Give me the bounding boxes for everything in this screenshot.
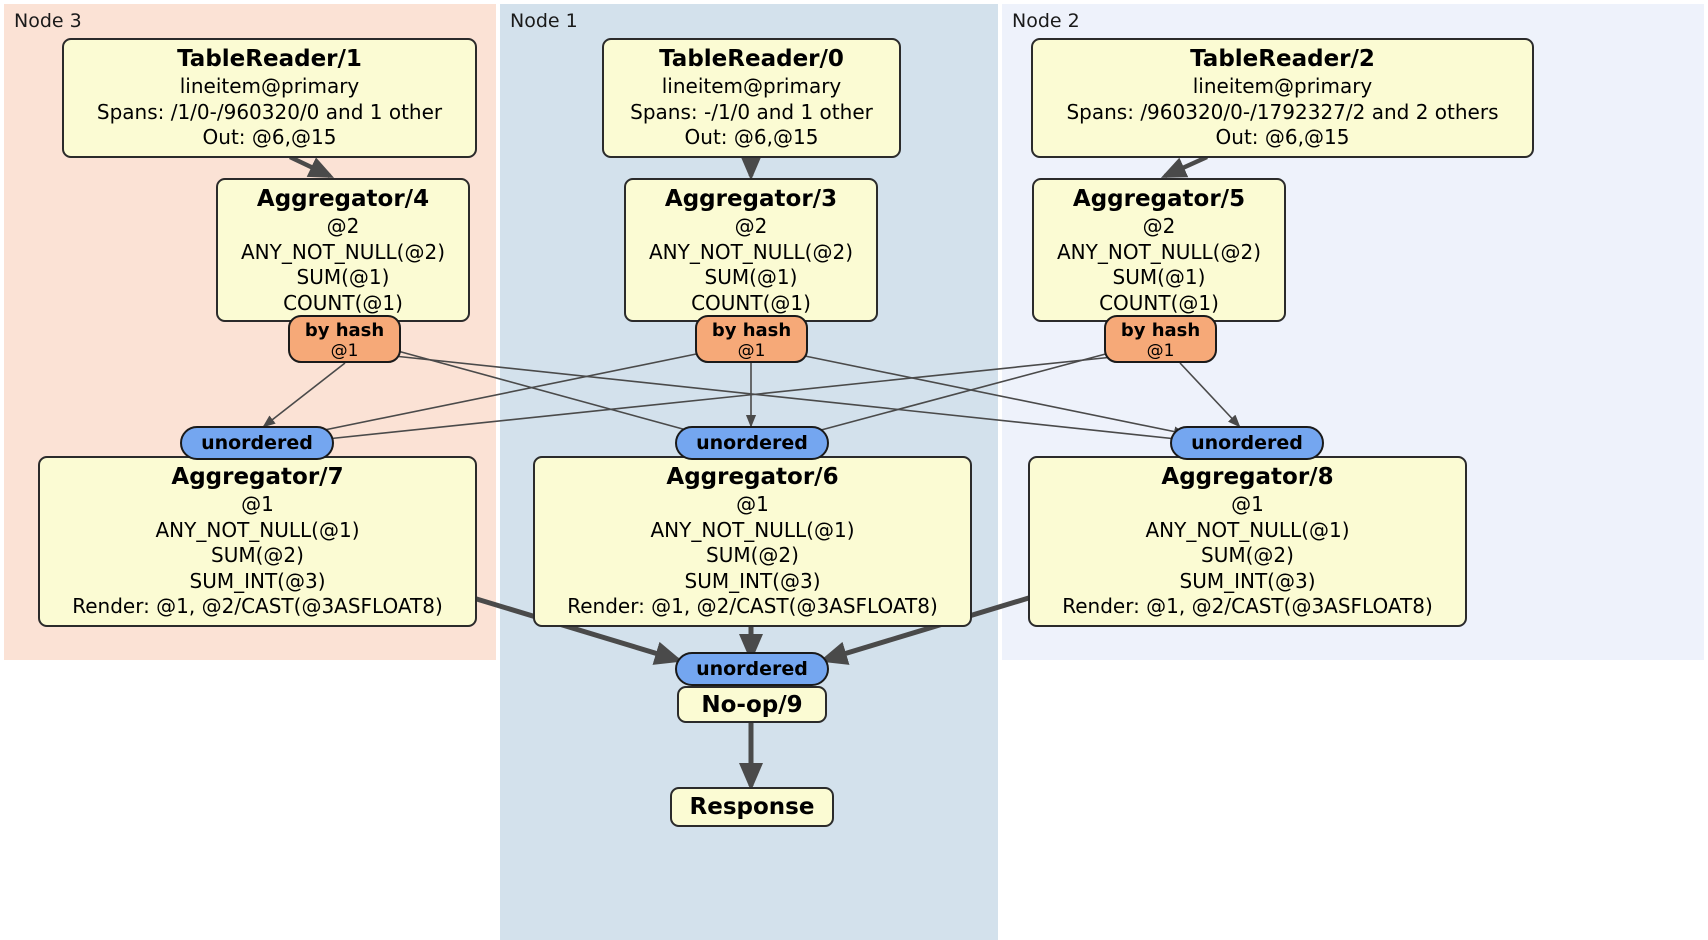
processor-detail-line: SUM_INT(@3): [684, 568, 821, 593]
processor-box-response[interactable]: Response: [670, 787, 834, 827]
node-panel-label-node1: Node 1: [510, 10, 578, 32]
processor-detail-line: @2: [734, 214, 768, 238]
processor-box-aggregator-6[interactable]: Aggregator/6 @1 ANY_NOT_NULL(@1) SUM(@2)…: [533, 456, 972, 627]
router-badge-by-hash-center[interactable]: by hash @1: [695, 315, 808, 363]
synchronizer-badge-unordered-right[interactable]: unordered: [1170, 426, 1324, 460]
processor-detail-line: SUM(@2): [1201, 543, 1294, 567]
processor-detail-line: SUM(@1): [1112, 265, 1206, 289]
processor-detail-line: @1: [241, 492, 274, 516]
processor-detail-line: ANY_NOT_NULL(@2): [241, 239, 445, 264]
router-label: by hash: [1120, 320, 1201, 341]
processor-detail-line: SUM(@2): [706, 543, 799, 567]
processor-title: Aggregator/4: [256, 186, 430, 212]
processor-box-no-op-9[interactable]: No-op/9: [677, 686, 827, 723]
processor-detail-line: ANY_NOT_NULL(@1): [155, 517, 360, 542]
processor-title: Aggregator/8: [1161, 464, 1334, 490]
processor-box-table-reader-0[interactable]: TableReader/0 lineitem@primary Spans: -/…: [602, 38, 901, 158]
processor-title: TableReader/2: [1190, 46, 1375, 72]
processor-detail-line: COUNT(@1): [691, 290, 811, 315]
processor-detail-line: Out: @6,@15: [202, 125, 337, 149]
processor-detail-line: SUM_INT(@3): [1179, 568, 1316, 593]
processor-detail-line: @1: [736, 492, 769, 516]
processor-detail-line: Spans: -/1/0 and 1 other: [630, 99, 873, 124]
processor-title: Aggregator/5: [1072, 186, 1246, 212]
synchronizer-badge-unordered-final[interactable]: unordered: [675, 652, 829, 686]
processor-detail-line: ANY_NOT_NULL(@1): [650, 517, 855, 542]
processor-title: Response: [689, 794, 815, 820]
processor-detail-line: @1: [1231, 492, 1264, 516]
processor-detail-line: SUM(@1): [704, 265, 798, 289]
synchronizer-label: unordered: [696, 432, 808, 454]
processor-box-aggregator-8[interactable]: Aggregator/8 @1 ANY_NOT_NULL(@1) SUM(@2)…: [1028, 456, 1467, 627]
processor-detail-line: Render: @1, @2/CAST(@3ASFLOAT8): [567, 594, 938, 618]
processor-title: No-op/9: [701, 691, 803, 718]
processor-detail-line: ANY_NOT_NULL(@1): [1145, 517, 1350, 542]
processor-detail-line: lineitem@primary: [179, 74, 360, 98]
processor-detail-line: ANY_NOT_NULL(@2): [649, 239, 853, 264]
processor-box-table-reader-1[interactable]: TableReader/1 lineitem@primary Spans: /1…: [62, 38, 477, 158]
processor-detail-line: COUNT(@1): [283, 290, 403, 315]
synchronizer-badge-unordered-left[interactable]: unordered: [180, 426, 334, 460]
processor-detail-line: Render: @1, @2/CAST(@3ASFLOAT8): [1062, 594, 1433, 618]
synchronizer-label: unordered: [696, 658, 808, 680]
processor-box-aggregator-3[interactable]: Aggregator/3 @2 ANY_NOT_NULL(@2) SUM(@1)…: [624, 178, 878, 322]
router-column: @1: [737, 341, 766, 361]
router-badge-by-hash-left[interactable]: by hash @1: [288, 315, 401, 363]
processor-detail-line: lineitem@primary: [661, 74, 842, 98]
processor-box-aggregator-5[interactable]: Aggregator/5 @2 ANY_NOT_NULL(@2) SUM(@1)…: [1032, 178, 1286, 322]
processor-box-aggregator-7[interactable]: Aggregator/7 @1 ANY_NOT_NULL(@1) SUM(@2)…: [38, 456, 477, 627]
processor-title: Aggregator/3: [664, 186, 838, 212]
processor-box-aggregator-4[interactable]: Aggregator/4 @2 ANY_NOT_NULL(@2) SUM(@1)…: [216, 178, 470, 322]
node-panel-label-node2: Node 2: [1012, 10, 1080, 32]
processor-detail-line: Render: @1, @2/CAST(@3ASFLOAT8): [72, 594, 443, 618]
processor-detail-line: Spans: /960320/0-/1792327/2 and 2 others: [1066, 99, 1499, 124]
processor-detail-line: SUM(@1): [296, 265, 390, 289]
processor-detail-line: Out: @6,@15: [1215, 125, 1350, 149]
router-column: @1: [1146, 341, 1175, 361]
synchronizer-badge-unordered-center[interactable]: unordered: [675, 426, 829, 460]
processor-detail-line: lineitem@primary: [1192, 74, 1373, 98]
processor-detail-line: Out: @6,@15: [684, 125, 819, 149]
processor-detail-line: @2: [1142, 214, 1176, 238]
router-badge-by-hash-right[interactable]: by hash @1: [1104, 315, 1217, 363]
processor-title: TableReader/1: [177, 46, 362, 72]
processor-box-table-reader-2[interactable]: TableReader/2 lineitem@primary Spans: /9…: [1031, 38, 1534, 158]
processor-detail-line: ANY_NOT_NULL(@2): [1057, 239, 1261, 264]
synchronizer-label: unordered: [201, 432, 313, 454]
processor-detail-line: @2: [326, 214, 360, 238]
processor-detail-line: SUM_INT(@3): [189, 568, 326, 593]
router-column: @1: [330, 341, 359, 361]
processor-detail-line: SUM(@2): [211, 543, 304, 567]
node-panel-label-node3: Node 3: [14, 10, 82, 32]
processor-title: Aggregator/7: [171, 464, 344, 490]
processor-detail-line: Spans: /1/0-/960320/0 and 1 other: [96, 99, 443, 124]
processor-title: TableReader/0: [659, 46, 844, 72]
router-label: by hash: [304, 320, 385, 341]
processor-detail-line: COUNT(@1): [1099, 290, 1219, 315]
synchronizer-label: unordered: [1191, 432, 1303, 454]
processor-title: Aggregator/6: [666, 464, 839, 490]
router-label: by hash: [711, 320, 792, 341]
